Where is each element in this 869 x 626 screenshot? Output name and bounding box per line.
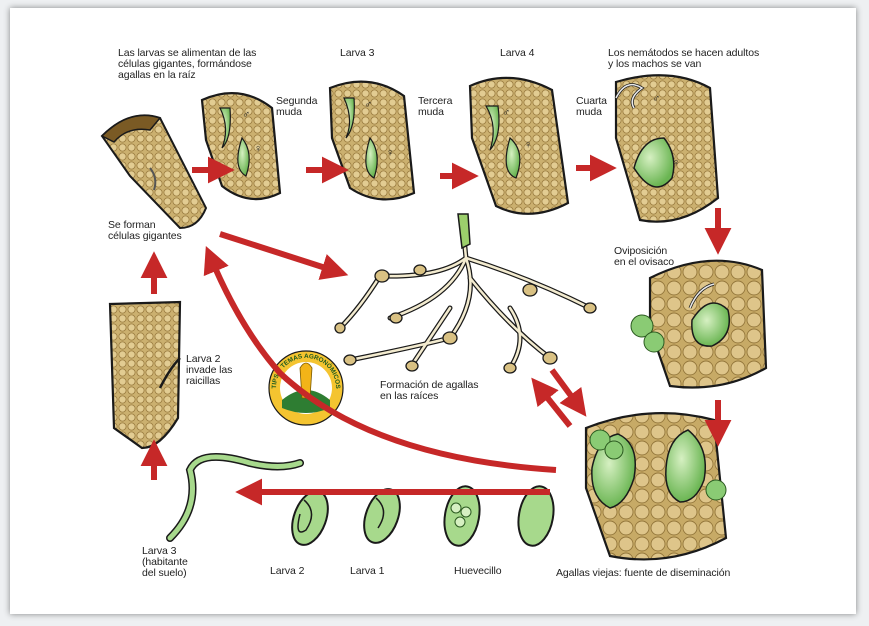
root-galls [334,264,597,374]
old-galls-block [584,412,728,561]
female-symbol-2: ♀ [386,147,395,159]
diagram-frame: TIPS Y TEMAS AGRONÓMICOS Las larvas se a… [10,8,856,614]
label-larva4-top: Larva 4 [500,47,535,59]
label-larva3-top: Larva 3 [340,47,375,59]
label-tercera-muda: Tercera muda [418,95,453,118]
label-formacion-agallas: Formación de agallas en las raíces [380,379,479,402]
root-larva2-invasion [108,300,182,450]
egg-huevecillo [443,485,481,547]
male-symbol-3: ♂ [502,107,511,119]
label-larva2-bottom: Larva 2 [270,565,305,577]
label-agallas-viejas: Agallas viejas: fuente de diseminación [556,567,731,579]
label-larva3-suelo: Larva 3 (habitante del suelo) [142,545,188,579]
adults-block [614,74,720,223]
root-tip-giant-cells [100,114,208,230]
larva3-block [328,80,416,201]
male-symbol-4: ♂ [652,93,661,105]
soil-larva3-worm [167,454,303,541]
larva4-block [468,76,570,215]
label-huevecillo: Huevecillo [454,565,502,577]
male-symbol-2: ♂ [364,99,373,111]
male-symbol-1: ♂ [242,109,251,121]
root-stem [457,213,471,250]
female-symbol-4: ♀ [672,157,681,169]
label-celulas-gigantes: Se forman células gigantes [108,219,182,242]
label-larva1-bottom: Larva 1 [350,565,385,577]
label-larva2-invade: Larva 2 invade las raicillas [186,353,233,387]
label-oviposicion: Oviposición en el ovisaco [614,245,674,268]
label-segunda-muda: Segunda muda [276,95,318,118]
lifecycle-diagram: TIPS Y TEMAS AGRONÓMICOS [100,74,768,561]
female-symbol-1: ♀ [254,143,263,155]
label-adultos: Los nemátodos se hacen adultos y los mac… [608,47,760,70]
cycle-arrows [140,154,732,506]
oviposition-block [630,259,768,389]
egg-intact [517,485,555,547]
label-larvas-alimentan: Las larvas se alimentan de las células g… [118,47,257,81]
egg-larva2 [291,490,329,546]
female-symbol-3: ♀ [524,139,533,151]
second-molt-block [200,92,282,201]
label-cuarta-muda: Cuarta muda [576,95,607,118]
